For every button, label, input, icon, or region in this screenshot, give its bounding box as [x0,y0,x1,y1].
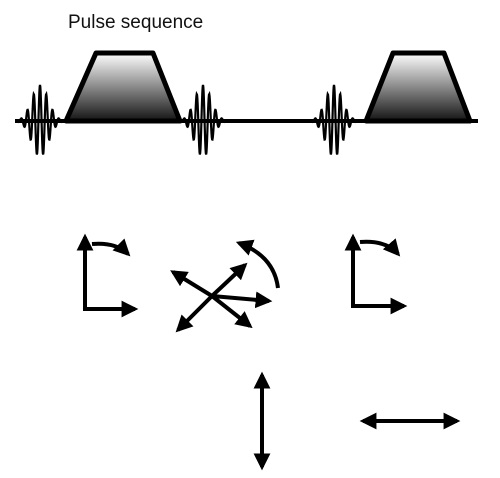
spin-vector [210,262,248,298]
rotation-arrow [91,238,131,257]
spin-vector [210,294,253,329]
rf-pulse-2 [180,84,226,155]
spin-state-3 [344,233,408,315]
rf-pulse-1 [17,84,63,155]
spin-vector [211,291,273,309]
gradient-lobe-1 [63,50,183,124]
diagram-title: Pulse sequence [68,12,204,33]
spin-vector [170,270,214,298]
rotation-arc [235,239,280,289]
rf-pulse-3 [311,84,357,155]
spin-vector [175,294,214,333]
axes-arrows [344,233,408,315]
spin-state-2 [170,239,280,333]
axes-arrows [76,233,139,318]
rotation-arrow [359,238,401,257]
spin-state-1 [76,233,139,318]
gradient-lobe-2 [363,50,473,124]
